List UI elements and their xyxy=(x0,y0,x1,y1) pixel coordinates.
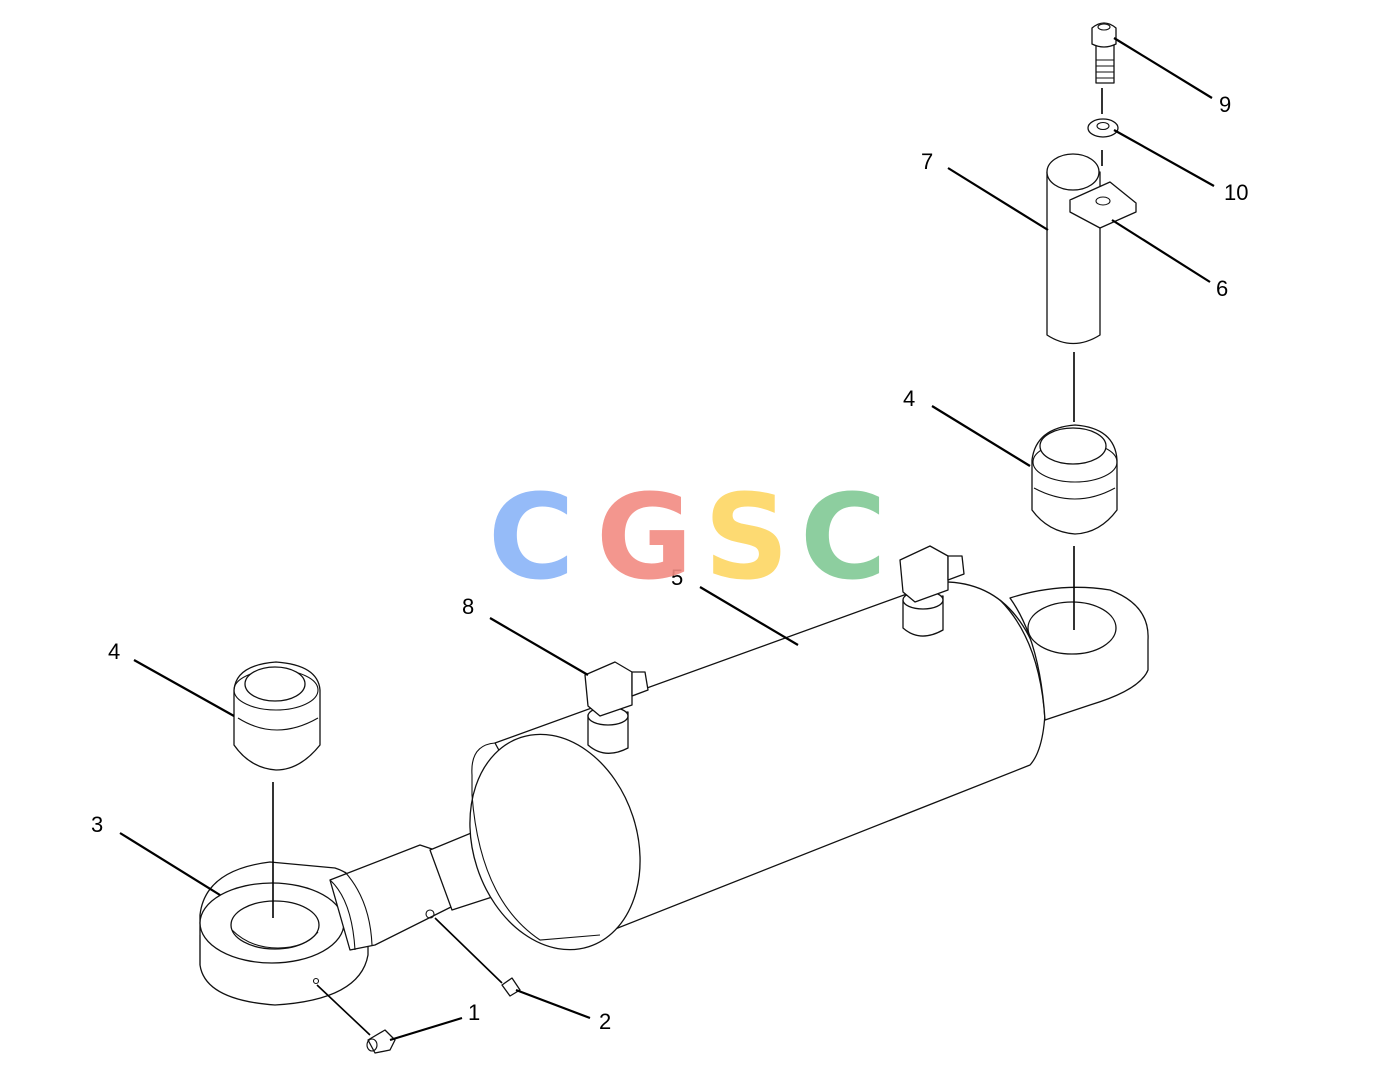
leader-lines xyxy=(119,37,1215,1042)
callout-3: 3 xyxy=(91,812,103,837)
bolt-part-9 xyxy=(1091,22,1117,84)
cylinder-barrel-part-5 xyxy=(469,581,1047,951)
svg-text:C: C xyxy=(488,468,575,606)
spherical-bearing-part-4-left xyxy=(233,661,321,771)
elbow-fitting-part-8-right xyxy=(899,545,965,637)
callout-10: 10 xyxy=(1224,180,1248,205)
pin-part-7 xyxy=(1046,153,1101,345)
callout-4-right: 4 xyxy=(903,386,915,411)
svg-text:G: G xyxy=(596,468,693,606)
callout-7: 7 xyxy=(921,149,933,174)
callout-9: 9 xyxy=(1219,92,1231,117)
svg-text:C: C xyxy=(800,468,887,606)
callout-4-left: 4 xyxy=(108,639,120,664)
callout-1: 1 xyxy=(468,1000,480,1025)
cgsc-watermark-logo: C G S C xyxy=(488,468,887,606)
washer-part-10 xyxy=(1087,118,1119,138)
svg-text:S: S xyxy=(704,468,789,606)
rod-eye-part-3 xyxy=(199,861,370,1006)
spherical-bearing-part-4-right xyxy=(1031,424,1118,535)
callout-6: 6 xyxy=(1216,276,1228,301)
callout-8: 8 xyxy=(462,594,474,619)
assembly-axis-lines xyxy=(272,88,1103,1036)
elbow-fitting-part-8-left xyxy=(584,661,649,754)
callout-5: 5 xyxy=(671,565,683,590)
callout-2: 2 xyxy=(599,1009,611,1034)
retainer-plate-part-6 xyxy=(1069,181,1137,229)
cylinder-head-eye xyxy=(1009,586,1149,721)
grease-fitting-part-2 xyxy=(501,977,521,997)
grease-fitting-part-1 xyxy=(366,1029,396,1054)
